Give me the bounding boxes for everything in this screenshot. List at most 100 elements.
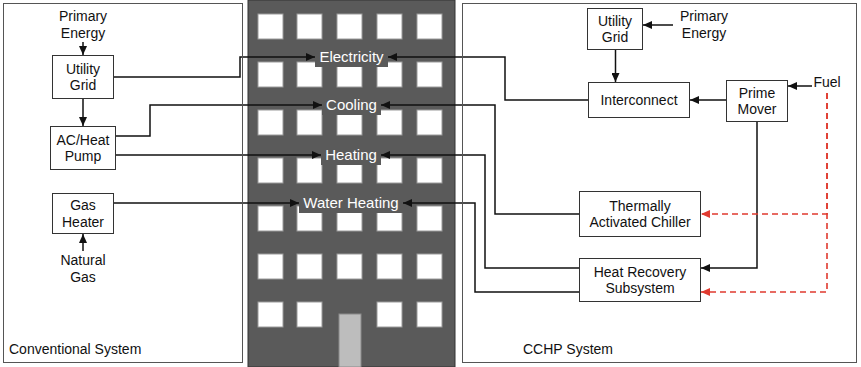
flow-arrow	[690, 99, 726, 101]
label-text: Natural Gas	[54, 252, 112, 284]
panel-heading: Conventional System	[9, 340, 141, 358]
box-label: Thermally Activated Chiller	[584, 198, 696, 230]
flow-arrow	[388, 57, 588, 100]
text-stack: Interconnect	[600, 92, 677, 108]
box-label: AC/Heat Pump	[55, 132, 111, 164]
box-label: Prime Mover	[732, 85, 782, 117]
flow-arrow	[82, 42, 84, 55]
window	[297, 158, 322, 183]
text-stack: Heat Recovery Subsystem	[584, 264, 696, 296]
label-text: Water Heating	[303, 194, 398, 211]
flow-arrow	[381, 105, 579, 214]
text-stack: Natural Gas	[54, 252, 112, 284]
window	[297, 254, 322, 279]
load-label: Electricity	[315, 47, 388, 67]
panel-title: CCHP System	[523, 341, 613, 357]
process-box: Thermally Activated Chiller	[579, 191, 701, 237]
window	[377, 14, 402, 39]
window	[337, 14, 362, 39]
box-label: Utility Grid	[592, 13, 638, 45]
flow-arrow	[116, 105, 322, 136]
process-box: Heat Recovery Subsystem	[579, 258, 701, 302]
building-door	[339, 314, 361, 367]
window	[258, 254, 283, 279]
flow-arrow	[643, 24, 673, 26]
text-stack: Utility Grid	[58, 61, 108, 93]
window	[258, 14, 283, 39]
label-text: Primary Energy	[54, 8, 112, 40]
source-label: Primary Energy	[673, 7, 735, 42]
panel-title: Conventional System	[9, 341, 141, 357]
window	[258, 110, 283, 135]
system-panel: CCHP System Utility Grid Primary EnergyInt…	[462, 3, 857, 363]
window	[258, 62, 283, 87]
load-label: Cooling	[322, 95, 381, 115]
flow-arrow	[615, 50, 617, 82]
label-text: Electricity	[319, 48, 383, 65]
window	[417, 206, 442, 231]
window	[297, 14, 322, 39]
text-stack: Gas Heater	[58, 197, 108, 229]
flow-arrow	[788, 85, 812, 87]
process-box: Interconnect	[588, 82, 690, 118]
window	[258, 158, 283, 183]
window	[417, 110, 442, 135]
box-label: Gas Heater	[58, 197, 108, 229]
label-text: Cooling	[326, 96, 377, 113]
system-panel: Conventional System Primary EnergyUtility…	[3, 3, 243, 363]
fuel-line	[701, 93, 827, 292]
box-label: Utility Grid	[58, 61, 108, 93]
window	[417, 302, 442, 327]
building-body	[248, 0, 455, 367]
text-stack: Cooling	[326, 96, 377, 113]
flow-arrow	[114, 57, 315, 77]
text-stack: Prime Mover	[732, 85, 782, 117]
label-text: Heating	[325, 146, 377, 163]
text-stack: Utility Grid	[592, 13, 638, 45]
process-box: Prime Mover	[726, 80, 788, 122]
panel-heading: CCHP System	[523, 340, 613, 358]
window	[417, 254, 442, 279]
text-stack: Thermally Activated Chiller	[584, 198, 696, 230]
box-label: Interconnect	[600, 92, 677, 108]
process-box: Gas Heater	[52, 193, 114, 234]
text-stack: Primary Energy	[674, 8, 734, 40]
text-stack: AC/Heat Pump	[55, 132, 111, 164]
flow-arrow	[114, 202, 299, 204]
box-label: Heat Recovery Subsystem	[584, 264, 696, 296]
flow-arrow	[82, 234, 84, 251]
flow-arrow	[82, 99, 84, 126]
window	[377, 254, 402, 279]
window	[258, 206, 283, 231]
flow-arrow	[701, 122, 757, 268]
window	[337, 254, 362, 279]
window	[417, 14, 442, 39]
process-box: Utility Grid	[52, 55, 114, 99]
flow-arrow	[381, 155, 579, 268]
window	[297, 110, 322, 135]
text-stack: Electricity	[319, 48, 383, 65]
label-text: Fuel	[813, 74, 840, 90]
load-label: Heating	[321, 145, 381, 165]
process-box: Utility Grid	[587, 8, 643, 50]
label-text: Primary Energy	[674, 8, 734, 40]
window	[377, 302, 402, 327]
process-box: AC/Heat Pump	[50, 126, 116, 170]
window	[417, 62, 442, 87]
source-label: Fuel	[812, 73, 842, 92]
window	[297, 302, 322, 327]
text-stack: Fuel	[813, 74, 840, 90]
load-label: Water Heating	[299, 193, 403, 213]
flow-arrow	[116, 154, 321, 156]
window	[258, 302, 283, 327]
text-stack: Heating	[325, 146, 377, 163]
source-label: Primary Energy	[53, 7, 113, 42]
text-stack: Primary Energy	[54, 8, 112, 40]
source-label: Natural Gas	[53, 251, 113, 286]
flow-arrow	[403, 203, 579, 292]
window	[417, 158, 442, 183]
text-stack: Water Heating	[303, 194, 398, 211]
